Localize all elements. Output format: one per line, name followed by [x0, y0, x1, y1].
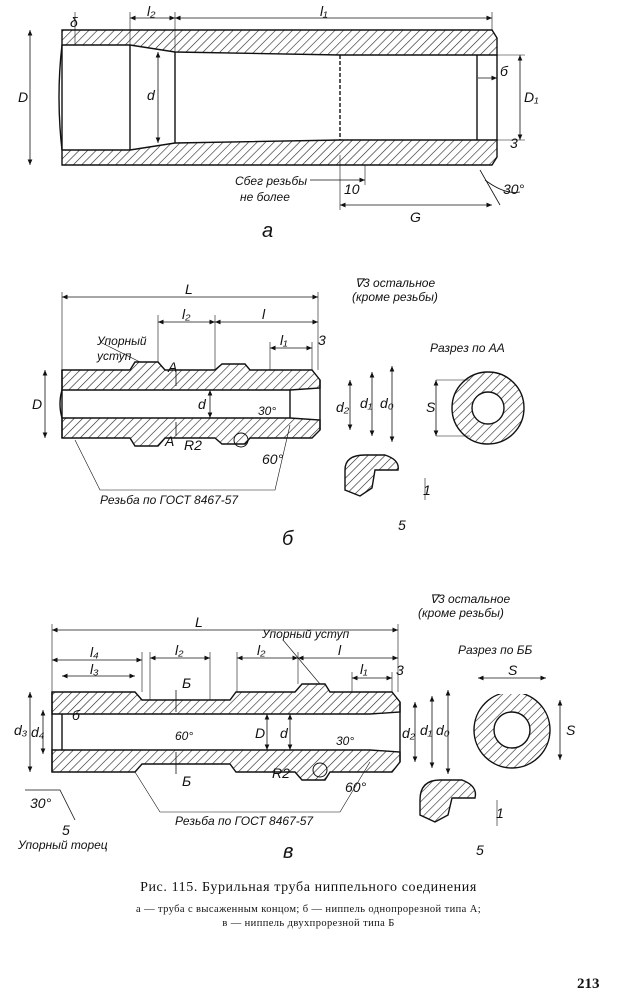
pipe-bottom-wall: [61, 139, 498, 166]
dim-L: L: [195, 614, 203, 630]
figure-caption-line-1: а — труба с высаженным концом; б — ниппе…: [135, 904, 482, 915]
dim-angle-60: 60°: [262, 451, 284, 467]
dim-10: 10: [344, 181, 360, 197]
section-mark-a-top: A: [167, 359, 177, 375]
dim-l4: l₄: [90, 644, 99, 660]
section-mark-a-bottom: A: [164, 433, 174, 449]
dim-l2-right: l₂: [257, 642, 266, 658]
pipe-top-wall: [61, 29, 498, 56]
detail-b-profile: [344, 454, 399, 497]
dim-l1: l₁: [360, 661, 368, 677]
dim-l: l: [262, 306, 266, 322]
dim-5-face: 5: [62, 822, 70, 838]
figure-c-label: в: [283, 841, 293, 863]
finish-note-c-2: (кроме резьбы): [418, 606, 504, 620]
nipple-c-bottom-wall: [51, 749, 401, 781]
stop-shoulder-label: Упорный уступ: [261, 627, 350, 641]
dim-d1: d₁: [360, 395, 373, 411]
section-bb-s-side: S: [566, 722, 576, 738]
dim-d0: d₀: [436, 722, 450, 738]
section-mark-b-top: Б: [182, 675, 191, 691]
dim-l3: l₃: [90, 661, 99, 677]
dim-angle-30: 30°: [258, 404, 276, 418]
page-number: 213: [577, 976, 600, 992]
figure-c: [25, 624, 563, 826]
finish-note-b-1: ∇3 остальное: [355, 276, 435, 290]
dim-l2: l₂: [182, 306, 191, 322]
dim-l2: l₂: [147, 3, 156, 19]
dim-d2: d₂: [402, 725, 416, 741]
dim-delta: δ: [70, 14, 78, 30]
finish-note-c-1: ∇3 остальное: [430, 592, 510, 606]
nipple-c-top-wall: [51, 683, 401, 715]
stop-shoulder-label-2: уступ: [96, 349, 132, 363]
section-aa-s: S: [426, 399, 436, 415]
dim-d: d: [198, 396, 207, 412]
dim-R2: R2: [184, 437, 202, 453]
dim-d: d: [280, 725, 289, 741]
dim-D: D: [255, 725, 265, 741]
dim-D: D: [32, 396, 42, 412]
dim-l: l: [338, 642, 342, 658]
dim-3: 3: [396, 662, 404, 678]
thread-runout-note-1: Сбег резьбы: [235, 174, 307, 188]
dim-d3: d₃: [14, 722, 28, 738]
dim-d: d: [147, 87, 156, 103]
dim-angle-60-left: 60°: [175, 729, 193, 743]
detail-c-profile: [419, 779, 477, 823]
dim-l2-left: l₂: [175, 642, 184, 658]
thread-standard-note-c: Резьба по ГОСТ 8467-57: [175, 814, 314, 828]
dim-angle-60-right: 60°: [345, 779, 367, 795]
figure-a-label: а: [262, 220, 273, 242]
dim-3: 3: [318, 332, 326, 348]
dim-b: б: [500, 63, 509, 79]
dim-l1: l₁: [320, 3, 328, 19]
nipple-b-top-wall: [61, 361, 321, 391]
dim-b: б: [72, 707, 81, 723]
section-aa-inner: [471, 391, 505, 425]
dim-d2: d₂: [336, 399, 350, 415]
figure-c-labels: ∇3 остальное (кроме резьбы) L Упорный ус…: [14, 592, 576, 863]
section-mark-b-bottom: Б: [182, 773, 191, 789]
dim-1: 1: [423, 482, 431, 498]
dim-3: 3: [510, 135, 518, 151]
dim-d0: d₀: [380, 395, 394, 411]
dim-d1: d₁: [420, 722, 433, 738]
dim-angle-30: 30°: [503, 181, 525, 197]
figure-b-label: б: [282, 528, 294, 550]
dim-R2: R2: [272, 765, 290, 781]
figure-b-labels: ∇3 остальное (кроме резьбы) L l₂ l l₁ 3 …: [32, 276, 505, 550]
dim-angle-30: 30°: [336, 734, 354, 748]
thread-standard-note-b: Резьба по ГОСТ 8467-57: [100, 493, 239, 507]
finish-note-b-2: (кроме резьбы): [352, 290, 438, 304]
dim-1: 1: [496, 805, 504, 821]
section-aa-label: Разрез по АА: [430, 341, 505, 355]
dim-5-detail: 5: [476, 842, 484, 858]
dim-D1: D₁: [524, 89, 539, 105]
figure-caption-line-2: в — ниппель двухпрорезной типа Б: [222, 918, 395, 929]
dim-D: D: [18, 89, 28, 105]
dim-L: L: [185, 281, 193, 297]
section-bb-label: Разрез по ББ: [458, 643, 533, 657]
figure-caption-title: Рис. 115. Бурильная труба ниппельного со…: [140, 880, 477, 895]
dim-5: 5: [398, 517, 406, 533]
thread-runout-note-2: не более: [240, 190, 290, 204]
figure-b: [42, 292, 525, 500]
section-bb-s-top: S: [508, 662, 518, 678]
stop-shoulder-label-1: Упорный: [96, 334, 147, 348]
dim-d4: d₄: [31, 724, 45, 740]
dim-l1: l₁: [280, 332, 288, 348]
figure-a: [27, 12, 525, 210]
dim-angle-30-face: 30°: [30, 795, 52, 811]
dim-G: G: [410, 209, 421, 225]
section-bb-inner: [493, 711, 531, 749]
figure-a-labels: δ l₂ l₁ D d б D₁ 3 10 G 30° Сбег резьбы …: [18, 3, 539, 242]
stop-face-label: Упорный торец: [17, 838, 108, 852]
